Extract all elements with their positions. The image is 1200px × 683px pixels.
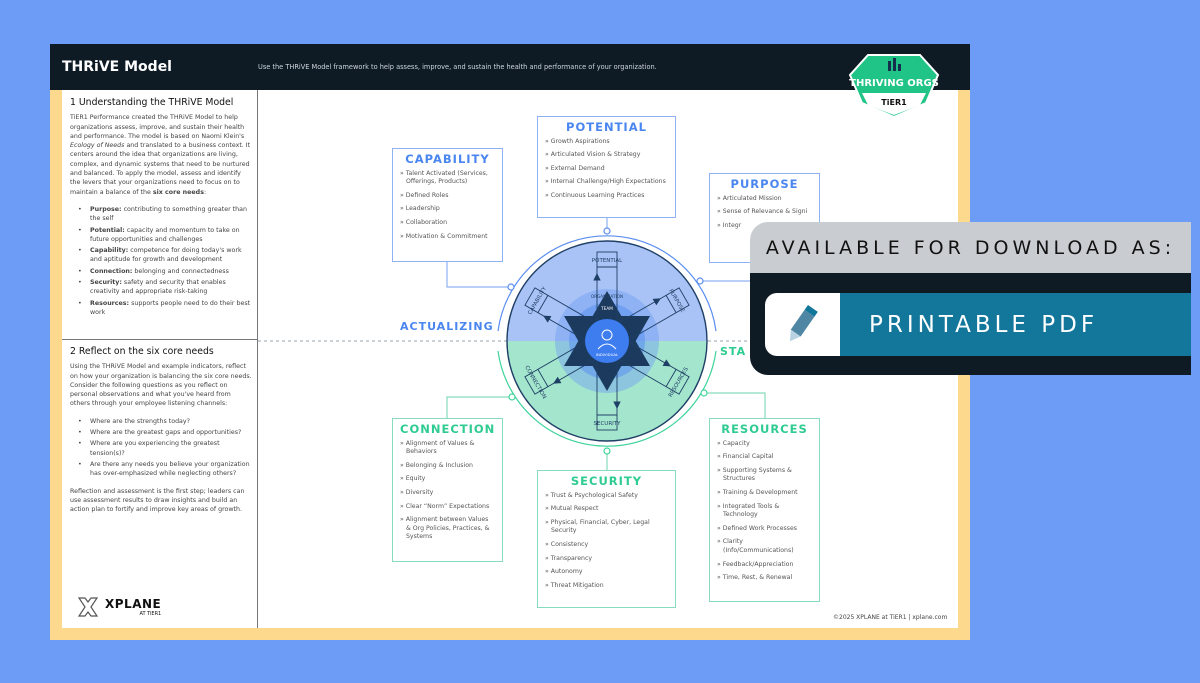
connection-box: CONNECTION Alignment of Values & Behavio…	[392, 418, 503, 562]
pencil-icon	[789, 304, 818, 342]
list-item: Are there any needs you believe your org…	[78, 460, 252, 479]
list-item: Where are you experiencing the greatest …	[78, 439, 252, 458]
arrow-icon	[553, 376, 562, 384]
ring-label-organization: ORGANIZATION	[591, 294, 623, 299]
document-header: THRiVE Model Use the THRiVE Model framew…	[50, 44, 970, 90]
stabilizing-label: STA	[720, 345, 747, 358]
axis-label-potential: POTENTIAL	[592, 258, 623, 264]
svg-text:TiER1: TiER1	[881, 98, 907, 107]
list-item: Security: safety and security that enabl…	[78, 278, 252, 297]
questions-list: Where are the strengths today? Where are…	[78, 417, 252, 479]
section-closing: Reflection and assessment is the first s…	[70, 487, 245, 514]
individual-core	[585, 319, 629, 363]
arrow-icon	[652, 298, 661, 306]
thriving-orgs-badge: THRIVING ORGS TiER1	[848, 54, 940, 119]
section-understanding: 1 Understanding the THRiVE Model TiER1 P…	[70, 98, 252, 325]
pencil-icon-box	[765, 293, 840, 356]
section-divider	[62, 339, 258, 340]
needs-list: Purpose: contributing to something great…	[78, 205, 252, 317]
arrow-icon	[613, 401, 621, 410]
banner-heading: AVAILABLE FOR DOWNLOAD AS:	[750, 222, 1191, 273]
left-column: 1 Understanding the THRiVE Model TiER1 P…	[62, 90, 258, 628]
page-subtitle: Use the THRiVE Model framework to help a…	[258, 63, 657, 71]
security-box: SECURITY Trust & Psychological SafetyMut…	[537, 470, 676, 608]
arrow-icon	[543, 315, 552, 323]
arrow-icon	[593, 272, 601, 281]
section-heading: 1 Understanding the THRiVE Model	[70, 97, 234, 108]
arrow-icon	[662, 359, 671, 367]
list-item: Potential: capacity and momentum to take…	[78, 226, 252, 245]
actualizing-label: ACTUALIZING	[400, 320, 494, 333]
section-reflect: 2 Reflect on the six core needs Using th…	[70, 347, 252, 514]
section-intro: TiER1 Performance created the THRiVE Mod…	[70, 114, 251, 196]
list-item: Where are the greatest gaps and opportun…	[78, 428, 252, 438]
potential-box: POTENTIAL Growth AspirationsArticulated …	[537, 116, 676, 218]
download-banner[interactable]: AVAILABLE FOR DOWNLOAD AS: PRINTABLE PDF	[750, 222, 1191, 375]
svg-text:THRIVING ORGS: THRIVING ORGS	[849, 78, 939, 89]
list-item: Resources: supports people need to do th…	[78, 299, 252, 318]
capability-box: CAPABILITY Talent Activated (Services, O…	[392, 148, 503, 262]
copyright: ©2025 XPLANE at TiER1 | xplane.com	[833, 614, 948, 621]
list-item: Capability: competence for doing today's…	[78, 246, 252, 265]
axis-label-security: SECURITY	[594, 421, 622, 427]
resources-box: RESOURCES CapacityFinancial CapitalSuppo…	[709, 418, 820, 602]
list-item: Where are the strengths today?	[78, 417, 252, 427]
list-item: Purpose: contributing to something great…	[78, 205, 252, 224]
list-item: Connection: belonging and connectedness	[78, 267, 252, 277]
ring-label-individual: INDIVIDUAL	[596, 352, 619, 357]
printable-pdf-button[interactable]: PRINTABLE PDF	[840, 293, 1191, 356]
section-intro: Using the THRiVE Model and example indic…	[70, 363, 252, 408]
page-title: THRiVE Model	[62, 59, 172, 75]
xplane-x-icon	[77, 597, 99, 617]
connector-nodes	[507, 227, 708, 455]
section-heading: 2 Reflect on the six core needs	[70, 346, 214, 357]
person-icon	[597, 329, 617, 350]
ring-label-team: TEAM	[600, 306, 613, 311]
